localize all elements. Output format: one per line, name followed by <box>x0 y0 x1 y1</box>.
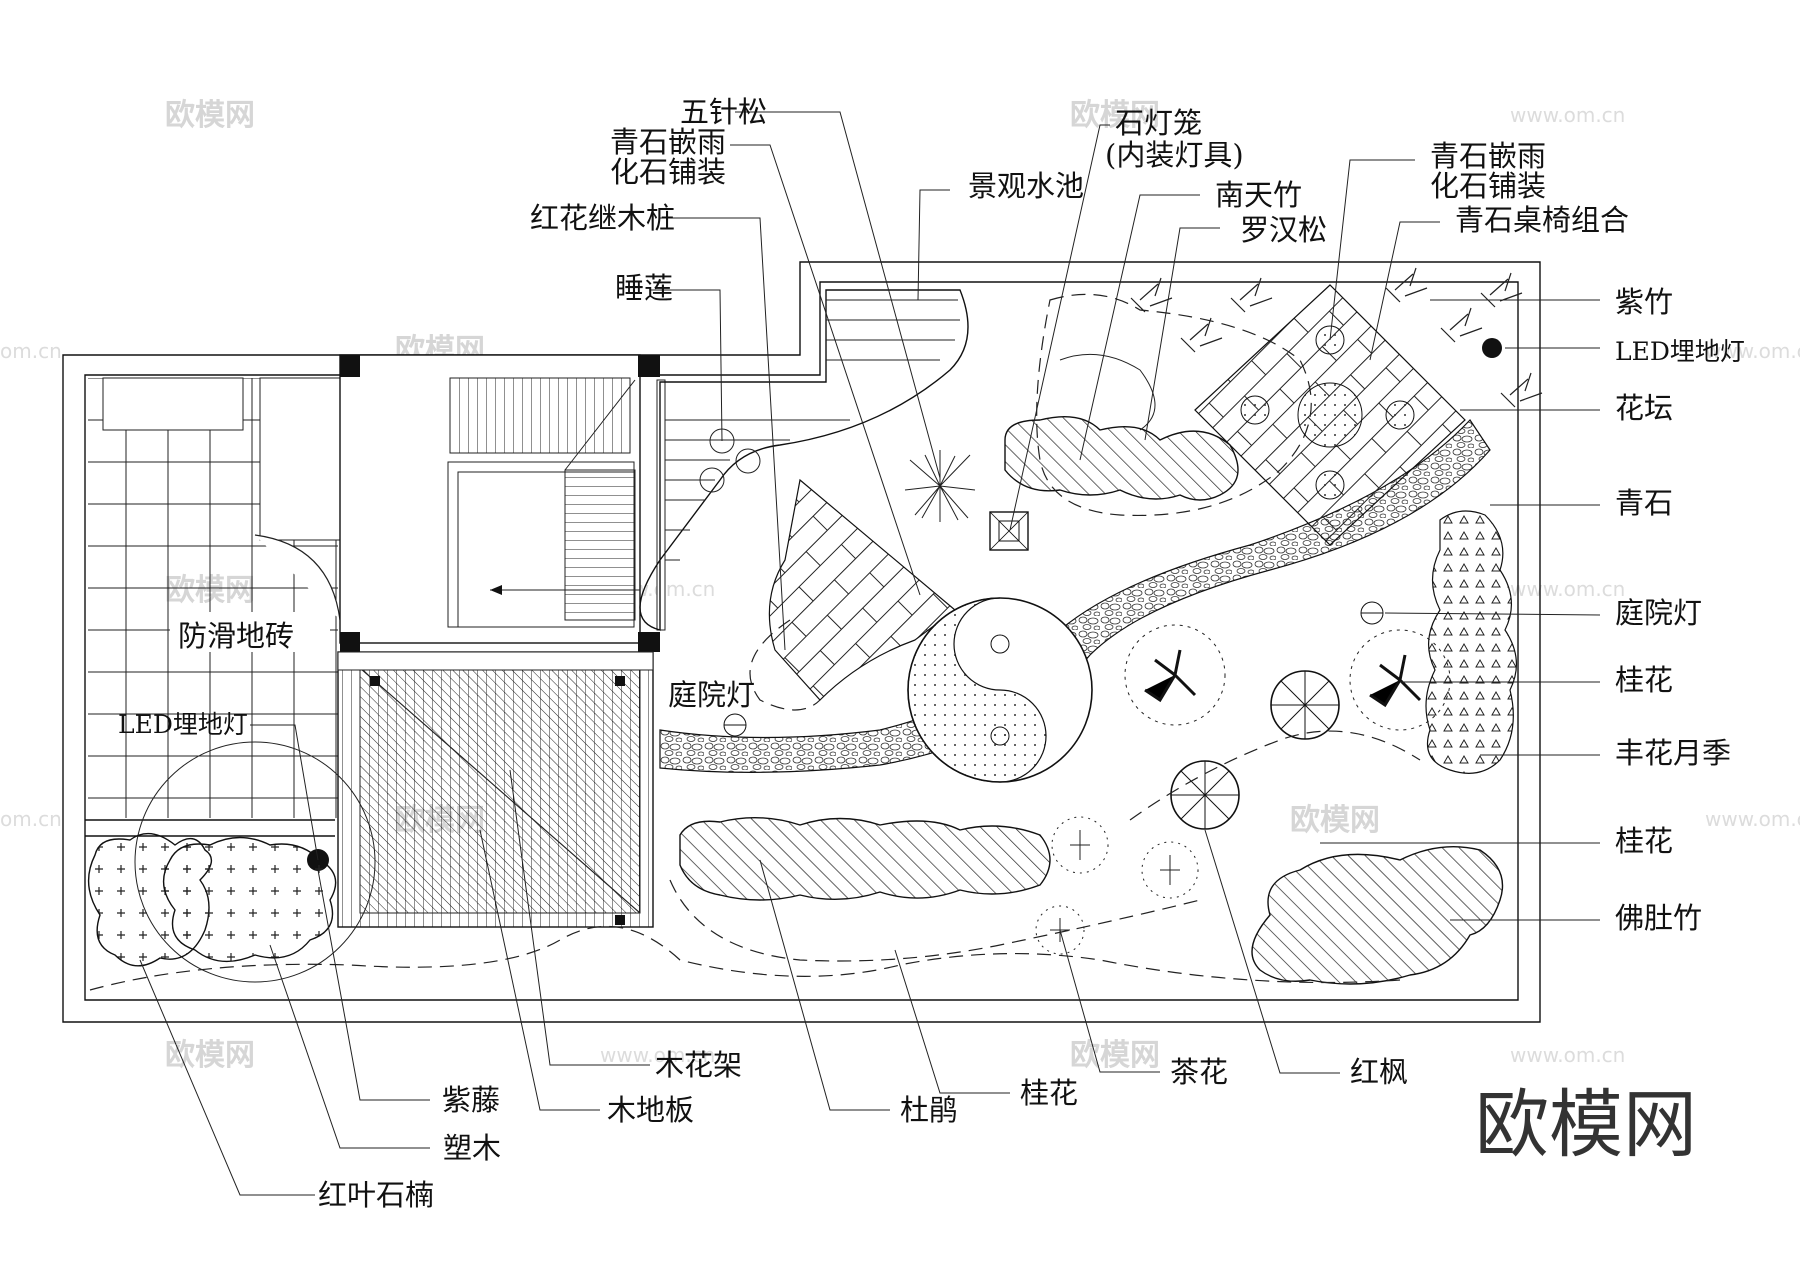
watermark-url: www.om.cn <box>1510 1043 1625 1067</box>
yin-yang-plaza <box>907 597 1093 783</box>
label-camellia: 茶花 <box>1170 1055 1228 1089</box>
label-red-tip-photinia: 红叶石楠 <box>318 1178 434 1212</box>
label-osmanthus-bottom: 桂花 <box>1020 1076 1078 1110</box>
watermark-url: om.cn <box>0 339 62 363</box>
watermark-url: www.om.cn <box>1510 103 1625 127</box>
watermark-url: www.om.cn <box>600 1043 715 1067</box>
watermark-url: om.cn <box>0 807 62 831</box>
label-huatan: 花坛 <box>1615 391 1673 425</box>
camellia-shrubs <box>1035 816 1199 955</box>
label-buddha-belly-bamboo: 佛肚竹 <box>1615 901 1702 935</box>
label-yard-light-center: 庭院灯 <box>668 678 755 712</box>
led-ground-light-right <box>1482 338 1502 358</box>
label-qingshi-paving-top-line2: 化石铺装 <box>610 155 726 189</box>
label-honghua-stake: 红花继木桩 <box>530 201 675 235</box>
wood-deck-pergola <box>337 651 654 928</box>
label-wuzhensong: 五针松 <box>680 95 767 129</box>
stone-table-set <box>1194 284 1466 546</box>
label-qingshi-paving-right-line1: 青石嵌雨 <box>1430 139 1546 173</box>
stone-lantern <box>989 511 1029 551</box>
label-luohansong: 罗汉松 <box>1240 213 1327 247</box>
label-yard-light-right: 庭院灯 <box>1615 596 1702 630</box>
leader-lines <box>139 111 1601 1196</box>
lawn-boundaries <box>89 619 1421 991</box>
left-shrub-group <box>87 741 376 983</box>
watermark-text: 欧模网 <box>1290 803 1380 838</box>
landscape-pond <box>639 289 969 631</box>
red-maple-tree <box>1170 670 1340 830</box>
label-led-light-right: LED埋地灯 <box>1615 337 1745 366</box>
label-qingshi: 青石 <box>1615 486 1673 520</box>
buddha-belly-bamboo <box>1251 846 1504 985</box>
label-osmanthus-top: 桂花 <box>1615 663 1673 697</box>
watermark-text: 欧模网 <box>165 98 255 133</box>
label-plastic-wood: 塑木 <box>443 1131 501 1165</box>
watermark-text: 欧模网 <box>1070 1038 1160 1073</box>
rose-shrub-column <box>1425 510 1518 774</box>
flagstone-walk <box>768 478 956 701</box>
label-wisteria: 紫藤 <box>442 1083 500 1117</box>
label-red-maple: 红枫 <box>1350 1055 1408 1089</box>
purple-bamboo-cluster <box>1130 267 1543 408</box>
azalea-hedge <box>679 816 1051 901</box>
watermark-text: 欧模网 <box>1070 98 1160 133</box>
watermark-text: 欧模网 <box>165 1038 255 1073</box>
label-qingshi-paving-right-line2: 化石铺装 <box>1430 169 1546 203</box>
label-zizhu: 紫竹 <box>1615 285 1673 319</box>
label-shuilian: 睡莲 <box>615 271 673 305</box>
label-stone-table-set: 青石桌椅组合 <box>1455 203 1629 237</box>
pine-tree-symbol <box>904 450 976 522</box>
osmanthus-tree-right <box>1349 629 1451 731</box>
label-wood-floor: 木地板 <box>607 1093 694 1127</box>
label-antislip-tile: 防滑地砖 <box>178 619 294 653</box>
watermark-url: www.om.cn <box>1510 577 1625 601</box>
label-led-light-left: LED埋地灯 <box>118 710 248 739</box>
label-floribunda-rose: 丰花月季 <box>1615 736 1731 770</box>
osmanthus-tree-left <box>1124 624 1226 726</box>
label-wood-pergola: 木花架 <box>655 1048 742 1082</box>
label-stone-lantern-line2: (内装灯具) <box>1105 138 1244 172</box>
label-azalea: 杜鹃 <box>900 1093 958 1127</box>
yard-light-fixtures <box>723 601 1384 737</box>
antislip-tile-area <box>88 377 341 818</box>
label-landscape-pond: 景观水池 <box>968 169 1084 203</box>
brand-watermark-logo: 欧模网 <box>1475 1082 1697 1168</box>
label-qingshi-paving-top-line1: 青石嵌雨 <box>610 125 726 159</box>
label-nantianzhu: 南天竹 <box>1215 178 1302 212</box>
site-boundary <box>62 261 1541 1023</box>
label-osmanthus-mid: 桂花 <box>1615 824 1673 858</box>
watermark-url: www.om.cn <box>1705 339 1800 363</box>
label-stone-lantern-line1: 石灯笼 <box>1115 106 1202 140</box>
plant-labels: 五针松 青石嵌雨 化石铺装 红花继木桩 睡莲 景观水池 石灯笼 (内装灯具) 南… <box>118 95 1745 1212</box>
building-core <box>339 354 666 652</box>
watermark-url: www.om.cn <box>1705 807 1800 831</box>
